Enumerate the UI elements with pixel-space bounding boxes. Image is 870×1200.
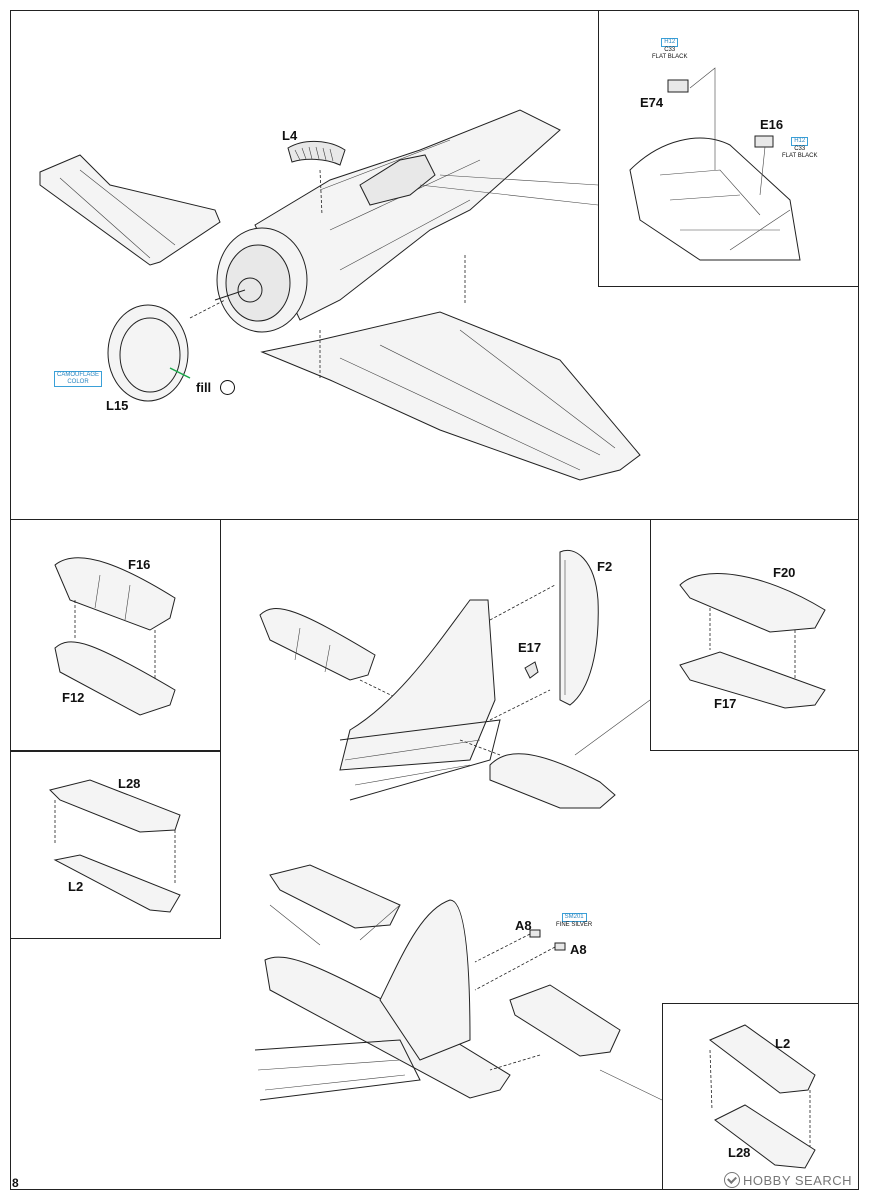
e16-code: H12 xyxy=(791,137,809,146)
label-l2-b: L2 xyxy=(775,1036,791,1051)
label-e17: E17 xyxy=(518,640,542,655)
camo-line2: COLOR xyxy=(67,379,89,385)
cockpit-interior xyxy=(629,137,801,261)
e16-line2: C33 xyxy=(794,146,806,152)
a8-line2: FINE SILVER xyxy=(556,922,593,928)
camo-line1: CAMOUFLAGE xyxy=(57,372,100,378)
l2-part-inset-b xyxy=(709,1024,816,1094)
e74-line2: C33 xyxy=(664,47,676,53)
l28-part-inset-b xyxy=(714,1104,816,1169)
e16-part xyxy=(754,135,774,148)
f17-part xyxy=(679,651,826,709)
l4-part xyxy=(287,141,346,166)
f20-part xyxy=(679,573,826,633)
hobby-search-logo-icon xyxy=(724,1172,740,1188)
color-callout-a8: SM201 FINE SILVER xyxy=(556,913,592,929)
label-l4: L4 xyxy=(282,128,298,143)
label-f2: F2 xyxy=(597,559,613,574)
l28-part-center xyxy=(269,864,401,929)
e74-line3: FLAT BLACK xyxy=(652,54,688,60)
label-l15: L15 xyxy=(106,398,129,413)
label-l2-a: L2 xyxy=(68,879,84,894)
e17-part xyxy=(524,661,539,679)
color-callout-e74: H12 C33 FLAT BLACK xyxy=(652,38,687,61)
a8-code: SM201 xyxy=(561,913,587,922)
tail-assembly xyxy=(264,956,511,1099)
tail-fin xyxy=(339,599,496,771)
l28-part-inset xyxy=(49,779,181,833)
watermark-text: HOBBY SEARCH xyxy=(743,1173,853,1188)
cockpit-inset-frame xyxy=(598,10,859,287)
label-e74: E74 xyxy=(640,95,664,110)
page-number: 8 xyxy=(12,1176,19,1190)
f16-inset-frame xyxy=(10,519,221,751)
watermark: HOBBY SEARCH xyxy=(724,1172,852,1188)
label-a8-a: A8 xyxy=(515,918,532,933)
f16-part xyxy=(54,557,176,631)
label-l28-a: L28 xyxy=(118,776,141,791)
label-f17: F17 xyxy=(714,696,737,711)
fill-icon xyxy=(220,380,235,395)
stabilizer-left xyxy=(39,154,221,266)
label-l28-b: L28 xyxy=(728,1145,751,1160)
fuselage xyxy=(254,109,561,321)
e16-line3: FLAT BLACK xyxy=(782,153,818,159)
a8-part-top xyxy=(529,929,541,938)
label-a8-b: A8 xyxy=(570,942,587,957)
l15-cowl-ring xyxy=(107,304,189,402)
l2-part-inset xyxy=(53,854,181,913)
color-callout-e16: H12 C33 FLAT BLACK xyxy=(782,137,817,160)
label-f20: F20 xyxy=(773,565,796,580)
l2-part-center xyxy=(509,984,621,1057)
step-divider xyxy=(10,519,859,520)
canopy xyxy=(359,154,436,206)
f12-part xyxy=(54,641,176,716)
label-fill: fill xyxy=(196,380,212,395)
e74-part xyxy=(667,79,689,93)
label-f16: F16 xyxy=(128,557,151,572)
elevator-left xyxy=(259,608,376,681)
l2-inset-frame xyxy=(662,1003,859,1190)
a8-part-bottom xyxy=(554,942,566,951)
label-e16: E16 xyxy=(760,117,784,132)
wing xyxy=(260,311,641,481)
f20-inset-frame xyxy=(650,519,859,751)
e74-code: H12 xyxy=(661,38,679,47)
elevator-right xyxy=(489,753,616,809)
f2-rudder xyxy=(559,549,599,706)
l28-inset-frame xyxy=(10,751,221,939)
label-f12: F12 xyxy=(62,690,85,705)
